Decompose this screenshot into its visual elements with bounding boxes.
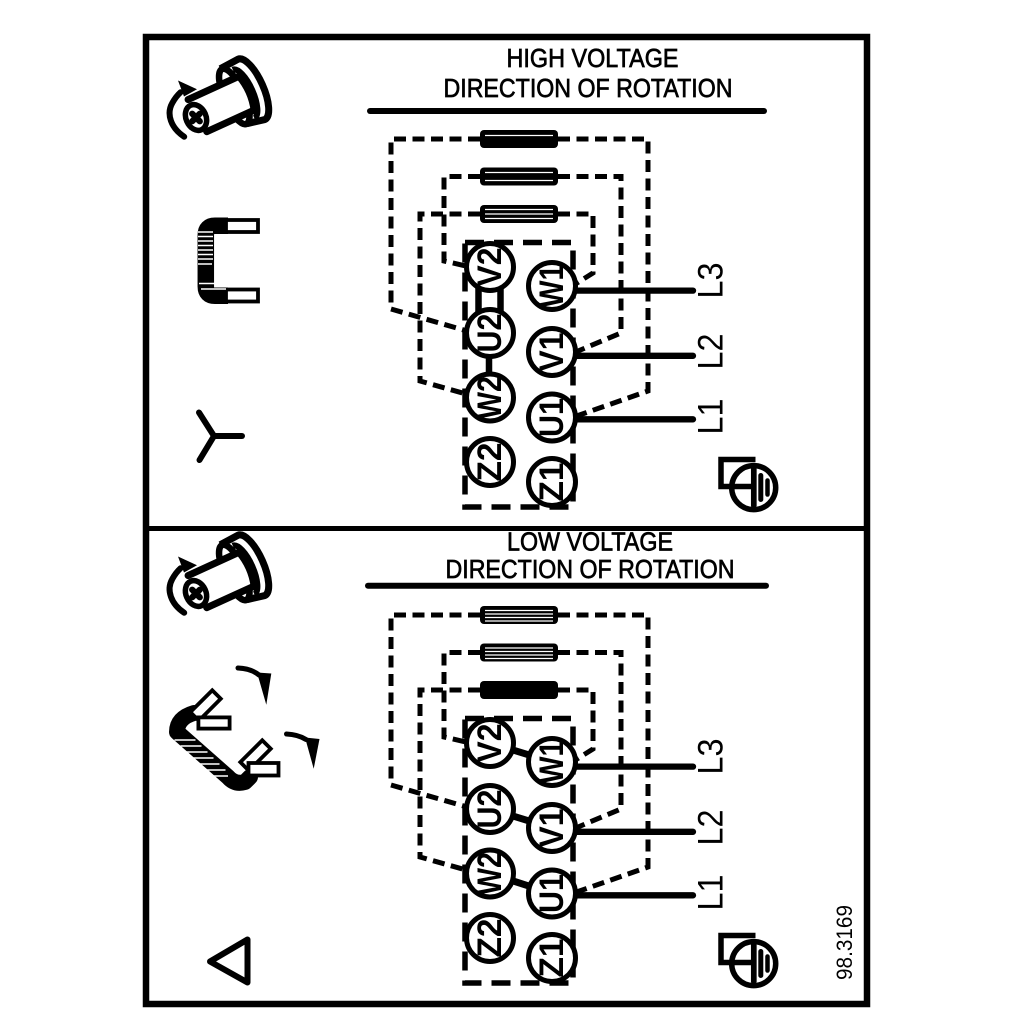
svg-text:98.3169: 98.3169 [832, 905, 857, 980]
svg-text:LOW VOLTAGE: LOW VOLTAGE [507, 527, 673, 557]
svg-text:HIGH VOLTAGE: HIGH VOLTAGE [507, 43, 679, 73]
svg-text:DIRECTION OF ROTATION: DIRECTION OF ROTATION [446, 554, 735, 584]
svg-text:DIRECTION OF ROTATION: DIRECTION OF ROTATION [444, 73, 733, 103]
